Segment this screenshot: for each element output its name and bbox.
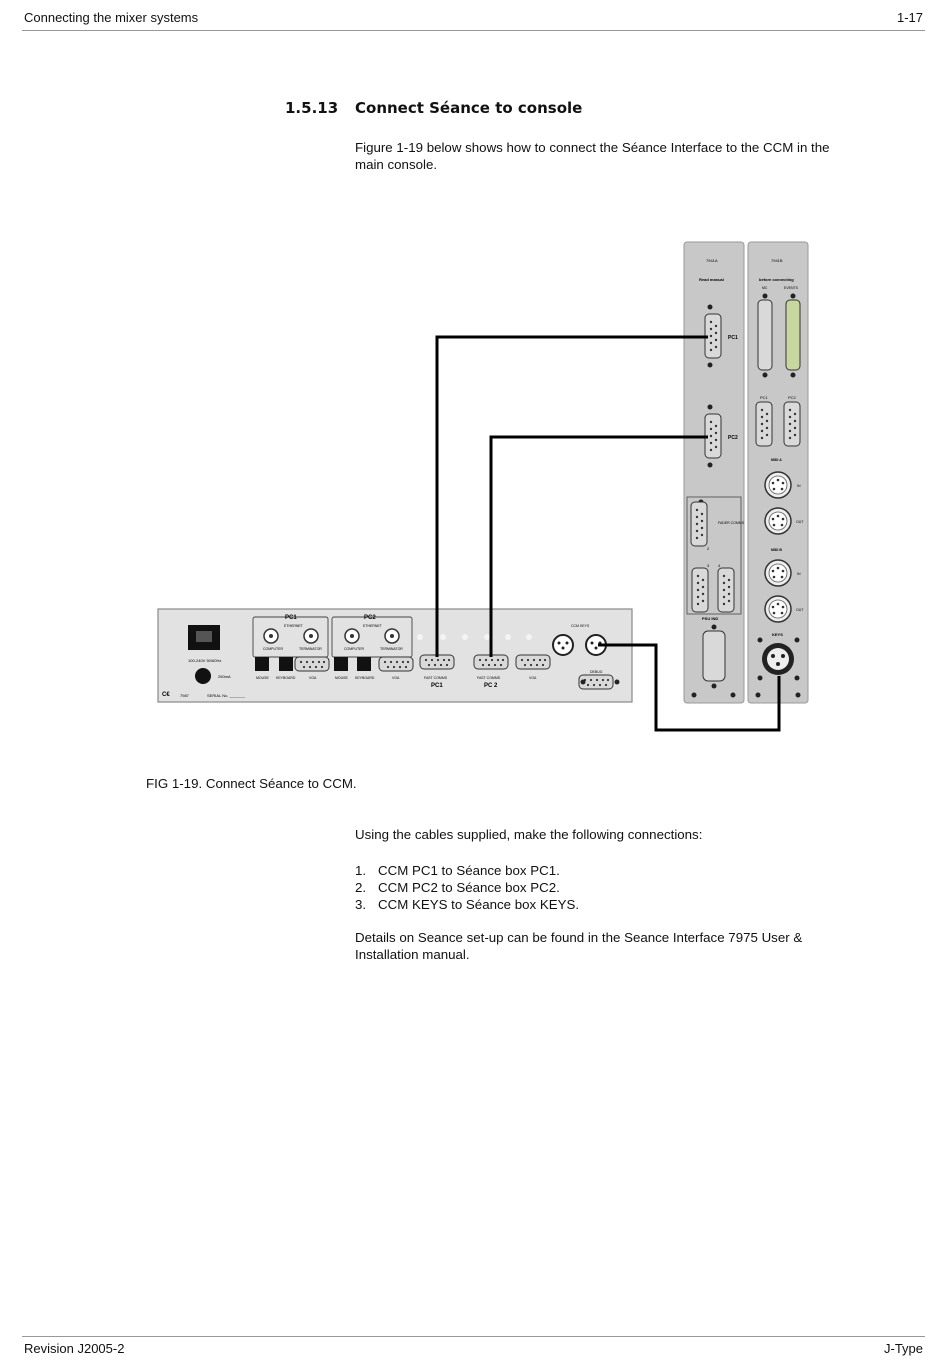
seance-right-pc2-label: PC2 — [788, 395, 797, 400]
connection-steps: 1. CCM PC1 to Séance box PC1. 2. CCM PC2 t… — [355, 862, 579, 913]
ce-mark: C€ — [162, 692, 170, 698]
seance-pc1-label: PC1 — [728, 335, 738, 341]
ccm-terminator-label-2: TERMINATOR — [380, 647, 403, 651]
ccm-mouse-label-2: MOUSE — [335, 676, 349, 680]
section-number: 1.5.13 — [285, 99, 339, 117]
seance-right-module: 7941B before connecting MC EVENTS PC1 PC… — [747, 241, 809, 704]
cable-pc1 — [435, 335, 708, 657]
seance-port-number-2: 2 — [707, 546, 710, 551]
midi-b-label: MIDI B — [771, 548, 782, 552]
ccm-model-label: 7987 — [180, 693, 190, 698]
cable-keys — [598, 643, 781, 732]
instructions-paragraph: Using the cables supplied, make the foll… — [355, 827, 703, 842]
step-number: 3. — [355, 897, 367, 912]
ccm-fast-comms-label-1: FAST COMMS — [424, 676, 448, 680]
ccm-ethernet-label-1: ETHERNET — [284, 624, 304, 628]
ccm-ethernet-label-2: ETHERNET — [363, 624, 383, 628]
midi-a-label: MIDI A — [771, 458, 782, 462]
psu-ind-label: PSU IND — [702, 616, 718, 621]
ccm-keyboard-label-2: KEYBOARD — [355, 676, 375, 680]
ccm-mains-label: 100-240V 50/60Hz — [188, 658, 221, 663]
ccm-keys-connector-icon — [552, 634, 607, 656]
list-item: 1. CCM PC1 to Séance box PC1. — [355, 862, 579, 879]
step-number: 2. — [355, 880, 367, 895]
ccm-mouse-label-1: MOUSE — [256, 676, 270, 680]
ccm-group-pc1-label: PC1 — [285, 615, 297, 621]
ccm-pc1-label: PC1 — [431, 683, 443, 689]
cable-pc2 — [489, 435, 708, 657]
ccm-fuse-label: 250mA — [218, 674, 231, 679]
midi-b-in-label: IN — [797, 572, 801, 576]
details-paragraph: Details on Seance set-up can be found in… — [355, 930, 803, 962]
ccm-debug-label: DEBUG — [590, 670, 603, 674]
midi-b-out-label: OUT — [796, 608, 804, 612]
ccm-computer-label-1: COMPUTER — [263, 647, 284, 651]
seance-mc-label: MC — [762, 286, 768, 290]
ccm-terminator-label-1: TERMINATOR — [299, 647, 322, 651]
ccm-pc2-label: PC 2 — [484, 683, 498, 689]
footer-revision: Revision J2005-2 — [24, 1341, 125, 1356]
step-text: CCM PC1 to Séance box PC1. — [378, 863, 560, 878]
page-header: Connecting the mixer systems 1-17 — [22, 8, 925, 31]
seance-left-module: 7941A Read manual PC1 PC2 FADER COMMS 2 … — [683, 241, 745, 704]
seance-port-number-3: 3 — [707, 563, 710, 568]
ccm-vga-label-1: VGA — [309, 676, 317, 680]
seance-port-number-4: 4 — [718, 563, 721, 568]
ccm-keyboard-label-1: KEYBOARD — [276, 676, 296, 680]
header-page-number: 1-17 — [896, 10, 923, 25]
ccm-keys-label: CCM KEYS — [571, 624, 590, 628]
ccm-computer-label-2: COMPUTER — [344, 647, 365, 651]
section-heading: 1.5.13 Connect Séance to console — [285, 99, 582, 117]
seance-right-code: 7941B — [771, 258, 783, 263]
footer-product: J-Type — [883, 1341, 923, 1356]
step-text: CCM KEYS to Séance box KEYS. — [378, 897, 580, 912]
page-footer: Revision J2005-2 J-Type — [22, 1336, 925, 1357]
seance-left-code: 7941A — [706, 258, 718, 263]
midi-a-in-label: IN — [797, 484, 801, 488]
ccm-unit: 100-240V 50/60Hz 250mA C€ 7987 SERIAL No… — [157, 608, 633, 703]
seance-right-title: before connecting — [759, 277, 794, 282]
list-item: 3. CCM KEYS to Séance box KEYS. — [355, 896, 579, 913]
intro-paragraph: Figure 1-19 below shows how to connect t… — [355, 140, 830, 172]
ccm-vga-label-2: VGA — [392, 676, 400, 680]
header-title: Connecting the mixer systems — [24, 10, 199, 25]
figure-caption: FIG 1-19. Connect Séance to CCM. — [146, 776, 357, 791]
midi-a-out-label: OUT — [796, 520, 804, 524]
list-item: 2. CCM PC2 to Séance box PC2. — [355, 879, 579, 896]
step-text: CCM PC2 to Séance box PC2. — [378, 880, 560, 895]
seance-right-pc1-label: PC1 — [760, 395, 769, 400]
fader-comms-label: FADER COMMS — [718, 521, 745, 525]
section-title: Connect Séance to console — [355, 99, 583, 117]
ccm-group-pc2-label: PC2 — [364, 615, 376, 621]
seance-keys-connector-icon — [762, 643, 794, 675]
ccm-vga-label-3: VGA — [529, 676, 537, 680]
ccm-serial-label: SERIAL No. _______ — [207, 693, 246, 698]
step-number: 1. — [355, 863, 367, 878]
ccm-port-pc2 — [473, 654, 509, 670]
ccm-port-pc1 — [419, 654, 455, 670]
seance-pc2-label: PC2 — [728, 435, 738, 441]
fuse-holder-icon — [195, 668, 211, 684]
connection-figure: 100-240V 50/60Hz 250mA C€ 7987 SERIAL No… — [157, 241, 809, 732]
ccm-fast-comms-label-2: FAST COMMS — [477, 676, 501, 680]
seance-left-title: Read manual — [699, 277, 724, 282]
seance-keys-label: KEYS — [772, 632, 783, 637]
seance-events-label: EVENTS — [784, 286, 799, 290]
